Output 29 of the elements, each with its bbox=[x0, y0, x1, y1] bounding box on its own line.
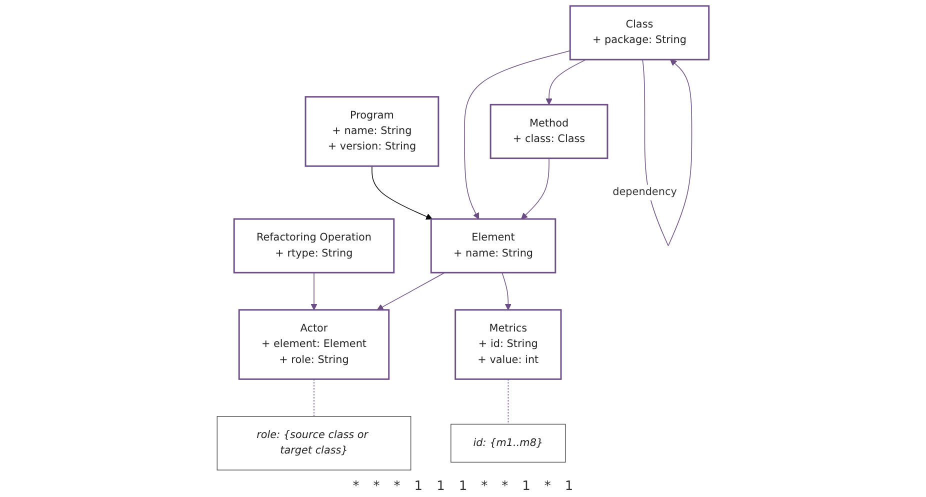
multiplicity-label: 1 bbox=[436, 479, 445, 494]
arrow bbox=[521, 158, 550, 220]
node-box: Refactoring Operation + rtype: String bbox=[233, 218, 395, 274]
node-box: Class + package: String bbox=[569, 5, 710, 60]
node-box: Element + name: String bbox=[430, 218, 556, 274]
multiplicity-label: 1 bbox=[522, 479, 530, 494]
arrow bbox=[372, 166, 432, 220]
multiplicity-label: * bbox=[481, 479, 488, 494]
node-box: Metrics + id: String + value: int bbox=[454, 309, 562, 380]
arrow bbox=[376, 272, 446, 310]
multiplicity-label: * bbox=[352, 479, 360, 494]
multiplicity-label: 1 bbox=[458, 479, 468, 494]
arrow bbox=[502, 272, 512, 310]
multiplicity-label: 1 bbox=[564, 479, 574, 494]
multiplicity-label: * bbox=[502, 479, 508, 494]
multiplicity-label: 1 bbox=[414, 479, 423, 494]
multiplicity-label: * bbox=[373, 479, 380, 494]
multiplicity-label: * bbox=[544, 479, 551, 494]
arrow bbox=[464, 50, 570, 220]
node-box: Program + name: String + version: String bbox=[304, 96, 440, 167]
multiplicity-label: * bbox=[394, 479, 400, 494]
node-box: Actor + element: Element + role: String bbox=[238, 309, 390, 380]
connector bbox=[508, 378, 509, 425]
node-box: Method + class: Class bbox=[490, 104, 608, 160]
edge-label: dependency bbox=[612, 186, 677, 198]
arrow bbox=[546, 59, 586, 105]
node-box: id: {m1..m8} bbox=[450, 424, 566, 463]
node-box: role: {source class or target class} bbox=[216, 416, 412, 470]
arrow bbox=[310, 272, 318, 310]
